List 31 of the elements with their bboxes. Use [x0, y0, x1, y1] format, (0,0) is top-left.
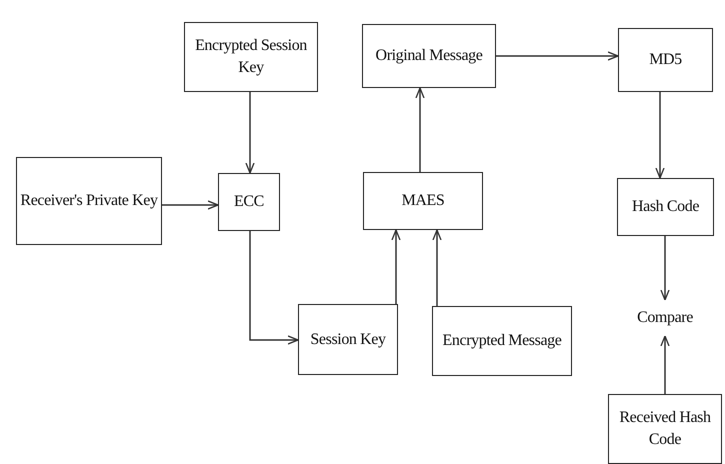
box-label: Hash Code: [632, 197, 700, 218]
box-label: Session Key: [310, 330, 386, 350]
arrow: [496, 51, 619, 61]
arrow: [391, 229, 401, 304]
box-label: ECC: [234, 192, 264, 212]
process-box: [617, 178, 714, 236]
arrow: [162, 200, 219, 210]
process-box: [298, 304, 398, 375]
process-box: [608, 394, 722, 464]
box-label: MD5: [649, 50, 682, 70]
arrow: [432, 229, 442, 306]
process-box: [218, 173, 280, 231]
box-label: Encrypted Message: [442, 331, 562, 352]
process-box: [184, 22, 318, 92]
box-label: Received Hash Code: [618, 408, 712, 450]
arrow: [660, 236, 670, 301]
process-box: [16, 157, 162, 245]
arrow: [415, 87, 425, 172]
arrow: [660, 335, 670, 394]
node-label: Compare: [637, 308, 693, 328]
process-box: [432, 306, 572, 376]
process-box: [618, 28, 713, 92]
box-label: Original Message: [376, 46, 482, 66]
box-label: Receiver's Private Key: [20, 191, 158, 212]
process-box: [363, 172, 483, 230]
arrow: [249, 231, 299, 345]
process-box: [362, 24, 496, 88]
arrow: [245, 92, 255, 174]
box-label: Encrypted Session Key: [194, 36, 308, 78]
arrow: [655, 92, 665, 179]
box-label: MAES: [402, 191, 444, 212]
